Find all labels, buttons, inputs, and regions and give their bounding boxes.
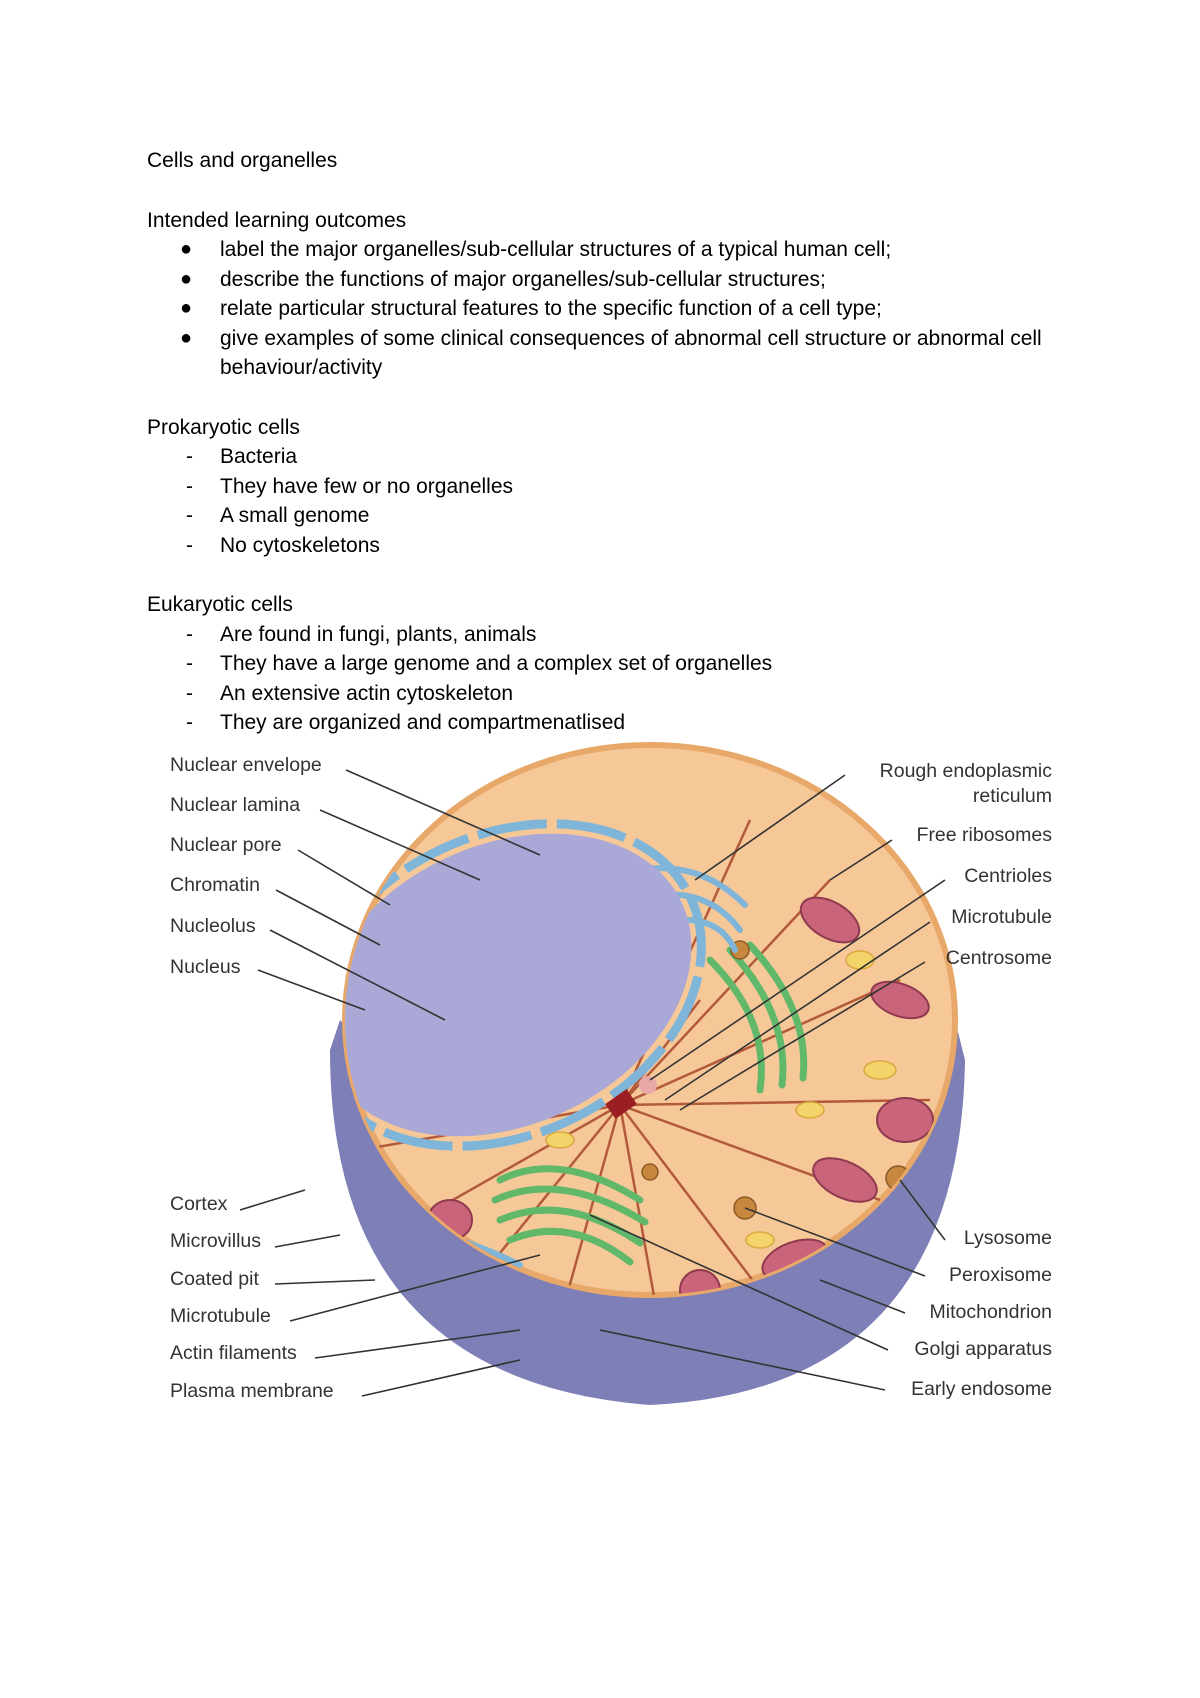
list-item: They are organized and compartmenatlised xyxy=(147,708,1067,738)
outcomes-list: label the major organelles/sub-cellular … xyxy=(147,235,1067,383)
label-free-ribosomes: Free ribosomes xyxy=(917,824,1053,846)
label-chromatin: Chromatin xyxy=(170,874,260,896)
label-coated-pit: Coated pit xyxy=(170,1268,259,1290)
document-body: Cells and organelles Intended learning o… xyxy=(147,146,1067,738)
label-nuclear-envelope: Nuclear envelope xyxy=(170,754,322,776)
mitochondria xyxy=(427,896,934,1295)
nuclear-envelope-shape xyxy=(345,819,706,1151)
label-centrosome: Centrosome xyxy=(946,947,1052,969)
prokaryotic-heading: Prokaryotic cells xyxy=(147,415,300,439)
golgi-apparatus xyxy=(491,941,808,1266)
label-lysosome: Lysosome xyxy=(964,1227,1052,1249)
label-rough-er-line2: reticulum xyxy=(973,785,1052,807)
label-microtubule-right: Microtubule xyxy=(951,906,1052,928)
list-item: Bacteria xyxy=(147,442,1067,472)
label-plasma-membrane: Plasma membrane xyxy=(170,1380,334,1402)
label-nuclear-lamina: Nuclear lamina xyxy=(170,794,300,816)
list-item: give examples of some clinical consequen… xyxy=(147,324,1067,383)
outcomes-heading: Intended learning outcomes xyxy=(147,208,407,232)
leader-lines xyxy=(239,769,946,1397)
list-item: No cytoskeletons xyxy=(147,531,1067,561)
eukaryotic-list: Are found in fungi, plants, animals They… xyxy=(147,620,1067,738)
label-early-endosome: Early endosome xyxy=(911,1378,1052,1400)
nucleus-shape xyxy=(345,833,692,1137)
eukaryotic-heading: Eukaryotic cells xyxy=(147,593,293,616)
label-mitochondrion: Mitochondrion xyxy=(930,1301,1052,1323)
label-nucleus: Nucleus xyxy=(170,956,241,978)
list-item: relate particular structural features to… xyxy=(147,294,1067,324)
label-rough-er-line1: Rough endoplasmic xyxy=(880,760,1053,782)
prokaryotic-list: Bacteria They have few or no organelles … xyxy=(147,442,1067,560)
labels-left: Nuclear envelope Nuclear lamina Nuclear … xyxy=(170,754,334,1402)
list-item: A small genome xyxy=(147,501,1067,531)
label-cortex: Cortex xyxy=(170,1193,228,1215)
list-item: They have a large genome and a complex s… xyxy=(147,649,1067,679)
label-golgi-apparatus: Golgi apparatus xyxy=(914,1338,1052,1360)
list-item: They have few or no organelles xyxy=(147,472,1067,502)
label-microvillus: Microvillus xyxy=(170,1230,261,1252)
label-centrioles: Centrioles xyxy=(964,865,1052,887)
label-microtubule-left: Microtubule xyxy=(170,1305,271,1327)
centriole-shape xyxy=(639,1076,657,1094)
label-actin-filaments: Actin filaments xyxy=(170,1342,297,1364)
label-nucleolus: Nucleolus xyxy=(170,915,256,937)
list-item: describe the functions of major organell… xyxy=(147,265,1067,295)
page-title: Cells and organelles xyxy=(147,149,338,172)
centrosome-shape xyxy=(605,1089,637,1119)
list-item: label the major organelles/sub-cellular … xyxy=(147,235,1067,265)
labels-right: Rough endoplasmic reticulum Free ribosom… xyxy=(880,760,1053,1400)
label-nuclear-pore: Nuclear pore xyxy=(170,834,282,856)
cell-illustration xyxy=(330,742,965,1405)
list-item: An extensive actin cytoskeleton xyxy=(147,679,1067,709)
list-item: Are found in fungi, plants, animals xyxy=(147,620,1067,650)
label-peroxisome: Peroxisome xyxy=(949,1264,1052,1286)
